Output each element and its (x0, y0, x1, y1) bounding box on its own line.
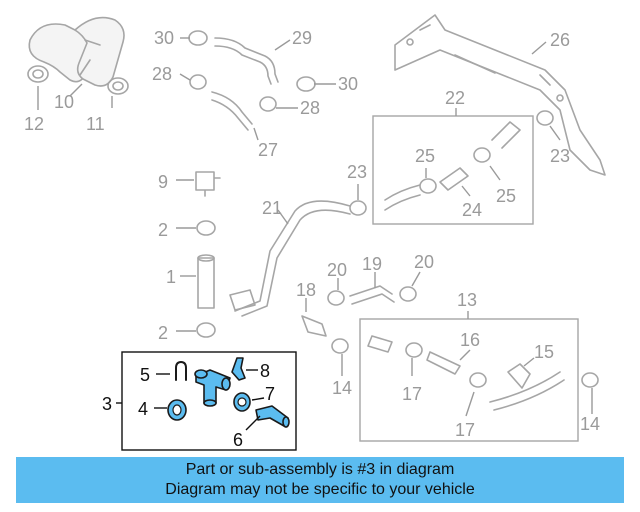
leader-7 (251, 397, 265, 401)
hose-24 (384, 121, 521, 211)
leader-10 (69, 83, 83, 97)
callout-19: 19 (362, 254, 382, 274)
elbow-fitting-6 (255, 405, 290, 428)
clip-8 (231, 357, 246, 381)
callout-18: 18 (296, 280, 316, 300)
fitting-18 (301, 315, 327, 337)
pipe-1 (197, 254, 215, 309)
bracket-26 (394, 14, 606, 176)
callout-16: 16 (460, 330, 480, 350)
pipe-21 (229, 200, 351, 317)
hose-16 (367, 335, 565, 411)
callout-12: 12 (24, 114, 44, 134)
leader-27 (253, 127, 259, 141)
clamp-14-left (331, 338, 349, 354)
hose-assembly-10 (28, 16, 125, 87)
callout-27: 27 (258, 140, 278, 160)
clamp-23-left (349, 200, 367, 216)
clamp-12 (27, 65, 49, 83)
callout-3: 3 (102, 394, 112, 414)
o-ring-4 (167, 399, 187, 421)
callout-1: 1 (166, 267, 176, 287)
tee-fitting (194, 369, 231, 407)
group-box-13 (359, 318, 579, 442)
callout-25-left: 25 (415, 146, 435, 166)
callout-26: 26 (550, 30, 570, 50)
leader-17b (465, 391, 475, 417)
callout-7: 7 (265, 384, 275, 404)
info-banner: Part or sub-assembly is #3 in diagram Di… (16, 457, 624, 503)
callout-24: 24 (462, 200, 482, 220)
callout-17-left: 17 (402, 384, 422, 404)
hose-19 (349, 285, 395, 305)
callout-13: 13 (457, 290, 477, 310)
callout-17-right: 17 (455, 420, 475, 440)
leader-29 (274, 39, 291, 51)
clamp-28-lower (259, 96, 277, 112)
fitting-9 (195, 171, 221, 197)
clamp-11 (107, 77, 129, 95)
callout-28-upper: 28 (152, 64, 172, 84)
clamp-30-lower (296, 76, 316, 92)
callout-30-upper: 30 (154, 28, 174, 48)
callout-2-upper: 2 (158, 220, 168, 240)
callout-11: 11 (86, 114, 105, 134)
callout-9: 9 (158, 172, 168, 192)
leader-16 (459, 349, 471, 361)
callout-10: 10 (54, 92, 74, 112)
banner-line-1: Part or sub-assembly is #3 in diagram (185, 461, 455, 478)
clamp-30-upper (188, 30, 208, 46)
callout-8: 8 (260, 361, 270, 381)
leader-21 (277, 209, 289, 225)
callout-30-lower: 30 (338, 74, 358, 94)
clamp-20-left (327, 290, 345, 306)
leader-23b (549, 125, 561, 141)
parts-diagram: 10 11 12 30 29 30 28 28 27 26 22 (24, 14, 606, 451)
hose-29 (214, 37, 279, 85)
callout-5: 5 (140, 365, 150, 385)
callout-14-left: 14 (332, 378, 352, 398)
callout-25-right: 25 (496, 186, 516, 206)
clamp-28-upper (189, 74, 207, 90)
callout-2-lower: 2 (158, 323, 168, 343)
callout-23-left: 23 (347, 162, 367, 182)
leader-28a (179, 73, 191, 81)
hose-27 (211, 91, 253, 131)
callout-23-right: 23 (550, 146, 570, 166)
o-ring-7 (233, 392, 251, 412)
leader-20b (411, 271, 421, 287)
clamp-23-right (536, 110, 554, 126)
callout-20-left: 20 (327, 260, 347, 280)
clamp-2-upper (196, 220, 216, 236)
callout-29: 29 (292, 28, 312, 48)
callout-15: 15 (534, 342, 554, 362)
callout-14-right: 14 (580, 414, 600, 434)
retainer-clip-5 (175, 360, 187, 381)
leader-24 (461, 185, 471, 197)
clamp-2-lower (196, 322, 216, 338)
leader-6 (245, 415, 261, 431)
clamp-14-right (581, 372, 599, 388)
leader-25b (489, 165, 501, 181)
callout-20-right: 20 (414, 252, 434, 272)
callout-28-lower: 28 (300, 98, 320, 118)
leader-15 (523, 357, 535, 367)
leader-26 (531, 41, 547, 55)
callout-22: 22 (445, 88, 465, 108)
part-15 (507, 363, 531, 389)
callout-6: 6 (233, 430, 243, 450)
group-box-3 (121, 351, 297, 451)
group-box-22 (372, 115, 534, 225)
callout-4: 4 (138, 399, 148, 419)
banner-line-2: Diagram may not be specific to your vehi… (165, 481, 475, 498)
clamp-20-right (399, 286, 417, 302)
callout-21: 21 (262, 198, 282, 218)
